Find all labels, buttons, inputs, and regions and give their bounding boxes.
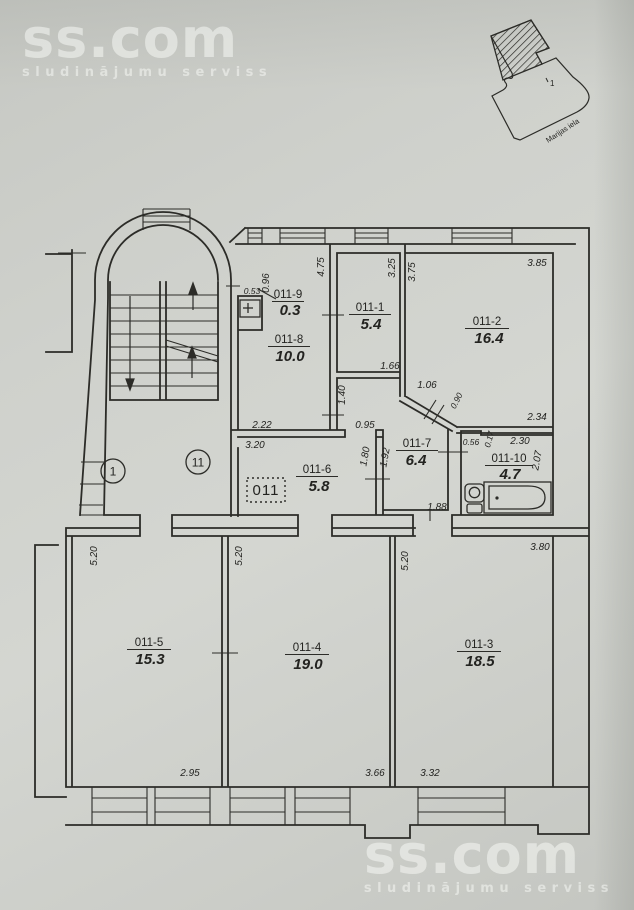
dimension-labels: 0.96 0.53 4.75 3.25 3.75 3.85 1.66 1.40 … bbox=[89, 257, 550, 779]
dim-label: 2.07 bbox=[530, 450, 544, 472]
site-plan: 1 Marijas iela bbox=[490, 19, 590, 145]
dim-label: 4.75 bbox=[316, 257, 327, 277]
dim-label: 2.95 bbox=[179, 768, 200, 779]
room-label-011-1: 011-1 5.4 bbox=[349, 302, 391, 333]
bathroom-fixtures bbox=[464, 481, 552, 514]
room-label-011-5: 011-5 15.3 bbox=[127, 637, 171, 668]
site-building-number: 1 bbox=[550, 79, 555, 88]
svg-text:011-3: 011-3 bbox=[465, 639, 494, 651]
dim-label: 0.95 bbox=[355, 420, 375, 431]
svg-text:011-8: 011-8 bbox=[275, 334, 304, 346]
dim-label: 0.90 bbox=[448, 391, 465, 411]
svg-text:10.0: 10.0 bbox=[275, 348, 305, 365]
dim-label: 0.96 bbox=[261, 273, 272, 293]
svg-text:011-2: 011-2 bbox=[473, 316, 502, 328]
unit-number-box: 011 bbox=[246, 477, 286, 503]
svg-text:18.5: 18.5 bbox=[465, 653, 495, 670]
dim-label: 1.06 bbox=[417, 380, 437, 391]
walls-path bbox=[34, 211, 590, 839]
floor-plan: 011 1 11 011-9 0.3 011-8 10.0 bbox=[34, 208, 590, 839]
svg-text:5.4: 5.4 bbox=[361, 316, 383, 333]
dim-label: 5.20 bbox=[400, 551, 411, 571]
unit-number-label: 011 bbox=[253, 482, 280, 499]
site-building-hatched bbox=[490, 19, 550, 81]
dim-label: 2.22 bbox=[251, 420, 272, 431]
closet-plus-icon bbox=[239, 299, 261, 318]
dim-label: 1.80 bbox=[358, 446, 372, 468]
site-street-label: Marijas iela bbox=[544, 116, 581, 145]
detail-lines-path bbox=[58, 208, 513, 825]
dim-label: 2.30 bbox=[509, 436, 530, 447]
dim-label: 1.66 bbox=[380, 361, 400, 372]
svg-text:011-4: 011-4 bbox=[293, 642, 322, 654]
dim-label: 3.85 bbox=[527, 258, 547, 269]
svg-text:15.3: 15.3 bbox=[135, 651, 165, 668]
dim-label: 0.56 bbox=[463, 437, 480, 447]
dim-label: 1.92 bbox=[378, 447, 392, 469]
dim-label: 5.20 bbox=[234, 546, 245, 566]
ss-logo: ss.com bbox=[363, 823, 581, 887]
svg-text:011-5: 011-5 bbox=[135, 637, 164, 649]
ss-tagline: sludinājumu serviss bbox=[363, 881, 614, 896]
room-label-011-3: 011-3 18.5 bbox=[457, 639, 501, 670]
svg-text:16.4: 16.4 bbox=[474, 330, 504, 347]
dim-label: 5.20 bbox=[89, 546, 100, 566]
dim-label: 2.34 bbox=[526, 412, 547, 423]
dim-label: 3.32 bbox=[420, 768, 440, 779]
dim-label: 0.17 bbox=[482, 430, 496, 449]
room-label-011-8: 011-8 10.0 bbox=[268, 334, 310, 365]
watermark-bottom-right: ss.com sludinājumu serviss bbox=[363, 823, 614, 896]
site-parcel-outline bbox=[490, 19, 590, 141]
svg-text:0.3: 0.3 bbox=[280, 302, 302, 319]
room-label-011-2: 011-2 16.4 bbox=[465, 316, 509, 347]
dim-label: 3.80 bbox=[530, 542, 550, 553]
dim-label: 0.53 bbox=[244, 286, 261, 296]
dim-label: 1.88 bbox=[427, 502, 447, 513]
svg-text:11: 11 bbox=[192, 456, 205, 470]
dim-label: 3.25 bbox=[387, 258, 398, 278]
watermark-top-left: ss.com sludinājumu serviss bbox=[22, 7, 273, 80]
svg-text:011-10: 011-10 bbox=[492, 453, 527, 465]
svg-text:011-1: 011-1 bbox=[356, 302, 385, 314]
room-label-011-9: 011-9 0.3 bbox=[272, 289, 304, 319]
svg-text:011-9: 011-9 bbox=[274, 289, 303, 301]
ss-logo: ss.com bbox=[22, 7, 239, 70]
svg-text:011-7: 011-7 bbox=[403, 438, 432, 450]
svg-text:4.7: 4.7 bbox=[499, 466, 522, 483]
stair-marker-11: 11 bbox=[185, 449, 211, 475]
stair-arrows bbox=[125, 281, 198, 392]
room-label-011-7: 011-7 6.4 bbox=[396, 438, 438, 469]
dim-label: 1.40 bbox=[337, 385, 348, 405]
room-label-011-4: 011-4 19.0 bbox=[285, 642, 329, 673]
svg-text:011-6: 011-6 bbox=[303, 464, 332, 476]
stair-marker-1: 1 bbox=[100, 458, 126, 484]
dim-label: 3.66 bbox=[365, 768, 385, 779]
toilet-icon bbox=[464, 483, 485, 503]
ss-tagline: sludinājumu serviss bbox=[22, 64, 273, 80]
room-label-011-10: 011-10 4.7 bbox=[485, 453, 533, 483]
room-label-011-6: 011-6 5.8 bbox=[296, 464, 338, 495]
dim-label: 3.75 bbox=[407, 262, 418, 282]
svg-text:6.4: 6.4 bbox=[406, 452, 428, 469]
svg-text:5.8: 5.8 bbox=[309, 478, 331, 495]
svg-text:19.0: 19.0 bbox=[293, 656, 323, 673]
dim-label: 3.20 bbox=[245, 440, 265, 451]
svg-text:1: 1 bbox=[110, 465, 117, 479]
